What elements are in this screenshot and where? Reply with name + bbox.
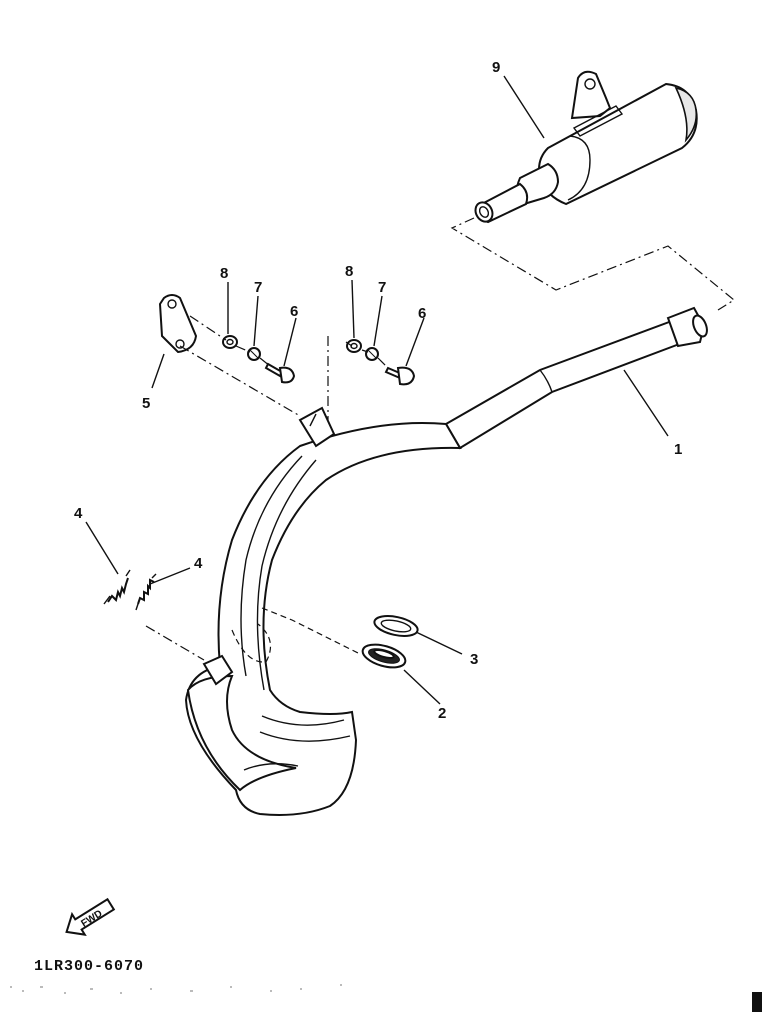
assembly-line-gaskets — [231, 607, 361, 663]
forward-arrow-icon: FWD — [65, 897, 116, 936]
callout-8-left: 8 — [220, 265, 228, 282]
bolt-part-6 — [264, 362, 296, 384]
gasket-part-3 — [373, 615, 419, 637]
silencer-part-9 — [474, 70, 698, 224]
assembly-line-silencer — [450, 217, 736, 311]
assembly-line-bracket — [179, 345, 301, 417]
assembly-line-left-bolts — [189, 315, 271, 367]
callout-3: 3 — [470, 651, 478, 668]
bolt-part-6 — [384, 366, 416, 386]
scan-noise — [10, 984, 342, 994]
assembly-line-right-bolts — [327, 336, 389, 420]
callout-7-left: 7 — [254, 279, 262, 296]
callout-7-right: 7 — [378, 279, 386, 296]
callout-1: 1 — [674, 441, 682, 458]
diagram-code: 1LR300-6070 — [34, 958, 144, 975]
callout-5: 5 — [142, 395, 150, 412]
exhaust-pipe-part-1 — [184, 306, 708, 816]
callout-4-left: 4 — [74, 505, 83, 522]
callout-8-right: 8 — [345, 263, 353, 280]
leader-lines — [85, 75, 669, 705]
spring-part-4-left — [103, 569, 131, 605]
washer-part-8 — [222, 335, 238, 349]
callout-2: 2 — [438, 705, 446, 722]
edge-mark — [752, 992, 762, 1012]
assembly-line-springs — [145, 625, 205, 661]
callout-4-right: 4 — [194, 555, 203, 572]
gasket-part-2 — [361, 643, 407, 669]
callout-6-right: 6 — [418, 305, 426, 322]
fastener-set-right — [346, 339, 416, 386]
washer-part-8 — [346, 339, 362, 353]
callout-6-left: 6 — [290, 303, 298, 320]
fastener-set-left — [222, 335, 296, 384]
callout-9: 9 — [492, 59, 500, 76]
bracket-part-5 — [158, 294, 198, 354]
spring-part-4-right — [135, 573, 157, 611]
